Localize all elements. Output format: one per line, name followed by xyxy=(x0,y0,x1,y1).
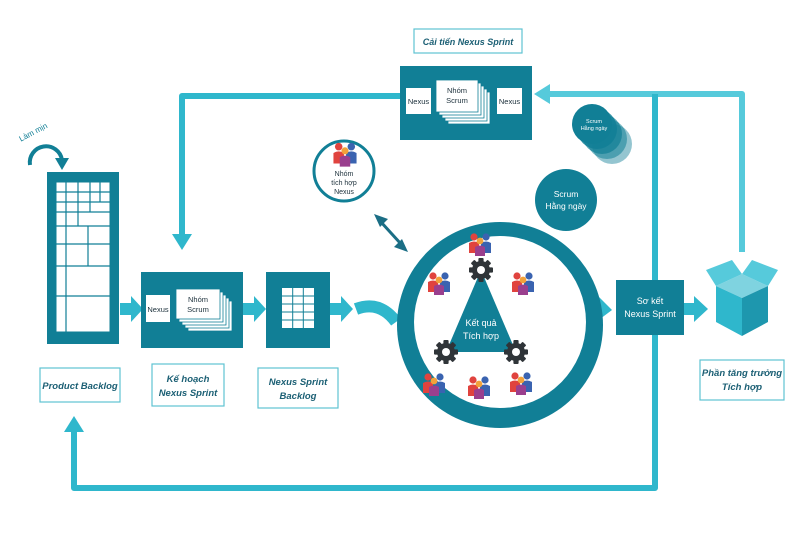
result-line2: Tích hợp xyxy=(463,331,499,341)
integrated-increment: Phần tăng trưởng Tích hợp xyxy=(699,260,785,401)
arrow-review-to-increment xyxy=(694,296,708,322)
increment-to-retro-line xyxy=(548,91,745,252)
daily-scrum-circle xyxy=(535,169,597,231)
retro-scrum-line1: Nhóm xyxy=(447,86,467,95)
sprint-backlog-label-box xyxy=(257,367,339,409)
gear-icon xyxy=(504,340,528,364)
refinement-label: Làm mịn xyxy=(18,121,49,143)
review-line2: Nexus Sprint xyxy=(624,309,676,319)
arrow-heads xyxy=(64,84,550,432)
retro-to-planning-line xyxy=(179,93,402,236)
teams-range-text: 3-9 Nhóm Scrum xyxy=(457,444,544,466)
review-line1: Sơ kết xyxy=(637,296,664,306)
retrospective-label-box xyxy=(413,28,523,54)
arrow-head-product-backlog xyxy=(64,416,84,432)
planning-scrum-stack xyxy=(175,288,233,332)
increment-label-box xyxy=(699,359,785,401)
product-backlog-label: Product Backlog xyxy=(42,381,118,392)
planning-label-line1: Kế hoạch xyxy=(167,374,210,385)
product-backlog-label-box xyxy=(39,367,121,403)
product-backlog-grid xyxy=(56,182,110,332)
flow-lines xyxy=(71,91,745,491)
main-flow-arrows xyxy=(120,296,708,322)
teams-range-label: 3-9 Nhóm Scrum xyxy=(457,444,544,466)
refresh-arrow-icon xyxy=(27,144,64,166)
gear-icon xyxy=(469,258,493,282)
arrow-pb-to-planning xyxy=(120,303,132,315)
arrow-head-retro xyxy=(534,84,550,104)
retro-nexus-left-card xyxy=(406,88,431,114)
curve-into-teams xyxy=(353,300,401,326)
integration-team-circle xyxy=(312,139,376,203)
daily-scrum-line2: Hằng ngày xyxy=(545,201,587,211)
increment-label-line2: Tích hợp xyxy=(722,382,762,393)
integration-team-line1: Nhóm xyxy=(335,171,354,178)
gear-icon xyxy=(434,340,458,364)
arrow-pb-to-planning-head xyxy=(131,296,143,322)
sprint-backlog-label-line2: Backlog xyxy=(280,391,317,402)
integration-team-line2: tích hợp xyxy=(331,180,357,187)
planning-scrum-line2: Scrum xyxy=(187,305,209,314)
arrow-sb-to-teams-head xyxy=(341,296,353,322)
sprint-review: Sơ kết Nexus Sprint xyxy=(616,280,684,335)
integration-team-line3: Nexus xyxy=(334,189,354,196)
planning: Nexus Nhóm Scrum Kế hoạch Nexus Sprint xyxy=(141,272,243,407)
planning-label-box xyxy=(151,363,225,407)
arrow-head-planning xyxy=(172,234,192,250)
increment-label-line1: Phần tăng trưởng xyxy=(702,368,782,379)
arrow-planning-to-sb xyxy=(243,303,255,315)
sprint-review-box xyxy=(616,280,684,335)
arrow-review-to-increment-body xyxy=(684,303,695,315)
loop-to-product-backlog-line xyxy=(71,335,658,491)
refinement: Làm mịn xyxy=(18,121,69,170)
daily-scrum-stack: Scrum Hằng ngày xyxy=(572,104,632,164)
integration-team: Nhóm tích hợp Nexus xyxy=(312,139,376,203)
stack-scrum-line1: Scrum xyxy=(586,119,602,125)
stack-scrum-line2: Hằng ngày xyxy=(581,125,608,132)
grid-board-icon xyxy=(55,181,111,333)
planning-nexus-label: Nexus xyxy=(147,305,169,314)
open-box-icon xyxy=(706,260,778,336)
planning-scrum-line1: Nhóm xyxy=(188,295,208,304)
daily-scrum-line1: Scrum xyxy=(554,189,579,199)
retro-scrum-stack xyxy=(435,79,491,125)
retro-scrum-line2: Scrum xyxy=(446,96,468,105)
arrow-planning-to-sb-head xyxy=(254,296,266,322)
sprint-backlog-grid xyxy=(282,288,314,328)
retrospective-label: Cải tiến Nexus Sprint xyxy=(423,37,515,47)
sprint-backlog-grid-bg xyxy=(282,288,314,328)
retro-nexus-right-card xyxy=(497,88,522,114)
planning-nexus-card xyxy=(146,295,170,322)
retro-nexus-right-label: Nexus xyxy=(499,97,521,106)
retrospective: Cải tiến Nexus Sprint Nexus Nexus Nhóm S… xyxy=(400,28,532,140)
result-line1: Kết quả xyxy=(465,318,496,328)
integration-double-arrow xyxy=(374,214,408,252)
arrow-sb-to-teams xyxy=(330,303,342,315)
retro-nexus-left-label: Nexus xyxy=(408,97,430,106)
scrum-teams: Kết quả Tích hợp 3-9 Nhóm Scrum xyxy=(397,222,603,466)
planning-label-line2: Nexus Sprint xyxy=(159,388,218,399)
sprint-backlog-label-line1: Nexus Sprint xyxy=(269,377,328,388)
daily-scrum: Scrum Hằng ngày xyxy=(535,169,597,231)
product-backlog: Product Backlog xyxy=(39,172,121,403)
sprint-backlog: Nexus Sprint Backlog xyxy=(257,272,339,409)
integration-triangle xyxy=(446,270,516,352)
refresh-arrow-head xyxy=(55,158,69,170)
